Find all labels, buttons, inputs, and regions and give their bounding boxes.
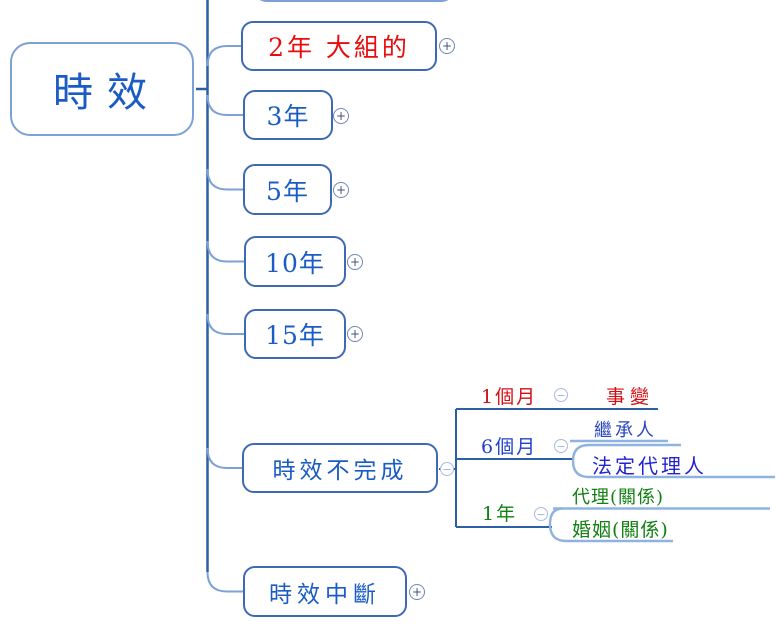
subtopic-legal-representative[interactable]: 法定代理人 [592,454,707,478]
collapse-minus-icon-incomplete[interactable]: − [440,462,454,476]
node-5-years[interactable]: 5年 [243,164,332,215]
node-2-years-label: 2年 大組的 [268,33,410,62]
expand-plus-icon-3-years[interactable]: + [333,108,349,124]
node-prescription-interrupted-label: 時效中斷 [269,581,381,608]
node-prescription-interrupted[interactable]: 時效中斷 [243,566,407,617]
node-3-years-label: 3年 [266,102,310,131]
node-5-years-label: 5年 [266,176,309,206]
node-clipped-top[interactable] [253,0,455,2]
expand-plus-icon-10-years[interactable]: + [347,254,363,270]
node-root-topic[interactable]: 時效 [10,42,194,136]
node-10-years[interactable]: 10年 [244,236,346,287]
node-prescription-incomplete[interactable]: 時效不完成 [242,443,438,493]
node-15-years[interactable]: 15年 [244,309,346,359]
node-prescription-incomplete-label: 時效不完成 [272,458,408,484]
node-3-years[interactable]: 3年 [243,90,333,140]
subtopic-marriage-relation[interactable]: 婚姻(關係) [572,519,669,541]
node-15-years-label: 15年 [265,321,325,350]
subtopic-incident[interactable]: 事變 [606,386,655,408]
subtopic-1-month[interactable]: 1個月 [481,386,538,408]
expand-plus-icon-5-years[interactable]: + [333,182,349,198]
expand-plus-icon-15-years[interactable]: + [347,326,363,342]
node-2-years[interactable]: 2年 大組的 [241,21,437,71]
branch-connectors [206,45,244,593]
expand-plus-icon-2-years[interactable]: + [439,38,455,54]
collapse-minus-icon-1-year[interactable]: − [534,507,548,521]
expand-plus-icon-interrupted[interactable]: + [409,584,425,600]
collapse-minus-icon-6-months[interactable]: − [554,439,568,453]
subtopic-1-year[interactable]: 1年 [482,503,518,525]
node-10-years-label: 10年 [265,248,325,278]
subtopic-agency-relation[interactable]: 代理(關係) [572,487,665,508]
subtopic-heir[interactable]: 繼承人 [594,420,657,441]
collapse-minus-icon-1-month[interactable]: − [554,388,568,402]
root-topic-label: 時效 [53,70,161,116]
subtopic-6-months[interactable]: 6個月 [481,436,538,458]
